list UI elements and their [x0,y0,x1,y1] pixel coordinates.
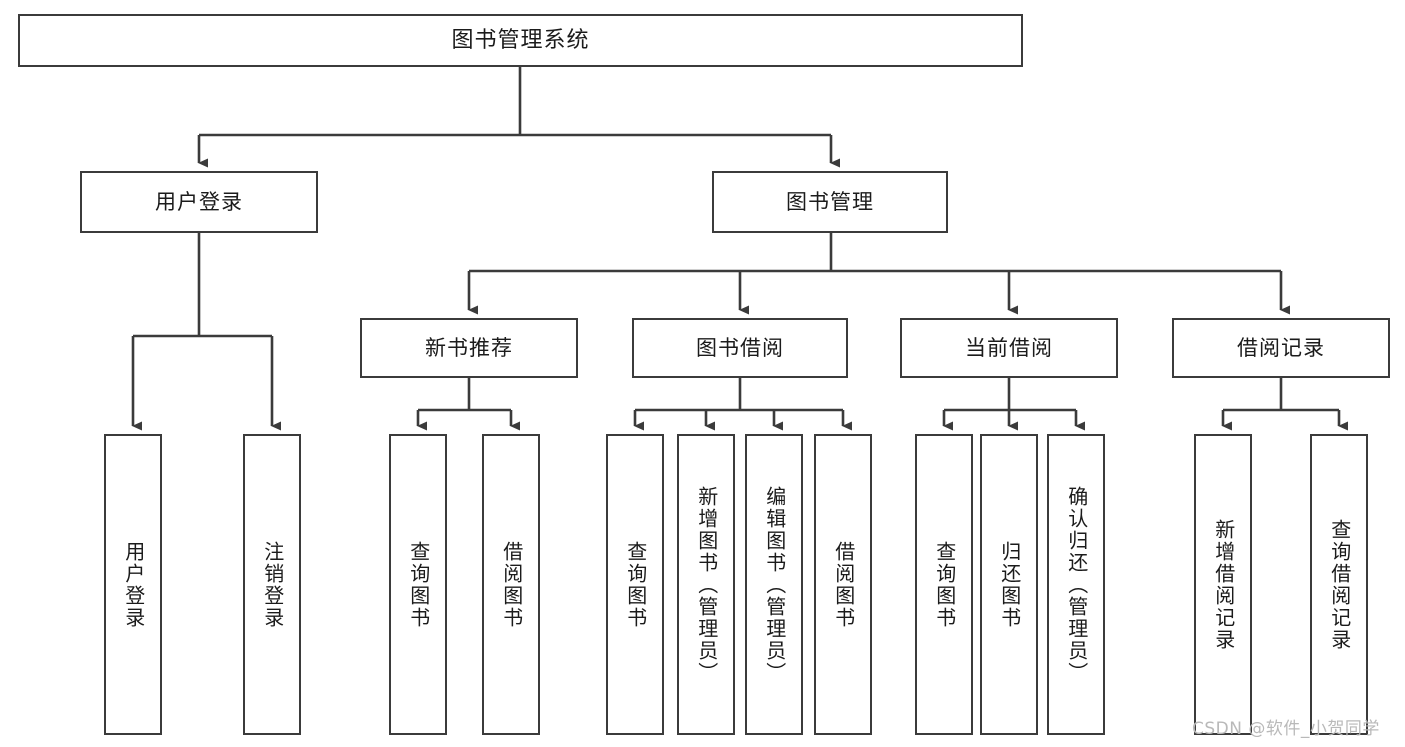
node-label: 用户登录 [155,189,243,214]
node-label: 确认归还（管理员） [1064,485,1089,684]
node-current-borrow[interactable]: 当前借阅 [900,318,1118,378]
node-label: 归还图书 [997,540,1022,629]
watermark-text: CSDN @软件_小贺同学 [1192,719,1380,739]
node-label: 查询图书 [932,540,957,629]
node-label: 借阅图书 [831,540,856,629]
node-label: 查询图书 [623,540,648,629]
node-label: 图书管理系统 [451,27,590,53]
node-label: 编辑图书（管理员） [762,485,787,684]
node-book-management[interactable]: 图书管理 [712,171,948,233]
node-label: 查询图书 [406,540,431,629]
node-label: 图书借阅 [696,335,784,360]
node-label: 图书管理 [786,189,874,214]
node-label: 查询借阅记录 [1327,518,1352,651]
leaf-user-login-login[interactable]: 用户登录 [104,434,162,735]
node-label: 借阅记录 [1237,335,1325,360]
node-book-management-system[interactable]: 图书管理系统 [18,14,1023,67]
node-label: 新书推荐 [425,335,513,360]
leaf-user-login-logout[interactable]: 注销登录 [243,434,301,735]
leaf-borrow-borrow-book[interactable]: 借阅图书 [814,434,872,735]
node-label: 新增图书（管理员） [694,485,719,684]
node-book-borrow[interactable]: 图书借阅 [632,318,848,378]
leaf-record-query-record[interactable]: 查询借阅记录 [1310,434,1368,735]
leaf-record-add-record[interactable]: 新增借阅记录 [1194,434,1252,735]
node-label: 当前借阅 [965,335,1053,360]
node-label: 用户登录 [121,540,146,629]
leaf-borrow-add-book-admin[interactable]: 新增图书（管理员） [677,434,735,735]
node-label: 新增借阅记录 [1211,518,1236,651]
node-user-login[interactable]: 用户登录 [80,171,318,233]
node-label: 借阅图书 [499,540,524,629]
node-label: 注销登录 [260,540,285,629]
node-new-book-recommend[interactable]: 新书推荐 [360,318,578,378]
leaf-borrow-query-book[interactable]: 查询图书 [606,434,664,735]
leaf-current-query-book[interactable]: 查询图书 [915,434,973,735]
leaf-newbook-borrow-book[interactable]: 借阅图书 [482,434,540,735]
leaf-current-return-book[interactable]: 归还图书 [980,434,1038,735]
node-borrow-record[interactable]: 借阅记录 [1172,318,1390,378]
leaf-current-confirm-return-admin[interactable]: 确认归还（管理员） [1047,434,1105,735]
leaf-newbook-query-book[interactable]: 查询图书 [389,434,447,735]
leaf-borrow-edit-book-admin[interactable]: 编辑图书（管理员） [745,434,803,735]
